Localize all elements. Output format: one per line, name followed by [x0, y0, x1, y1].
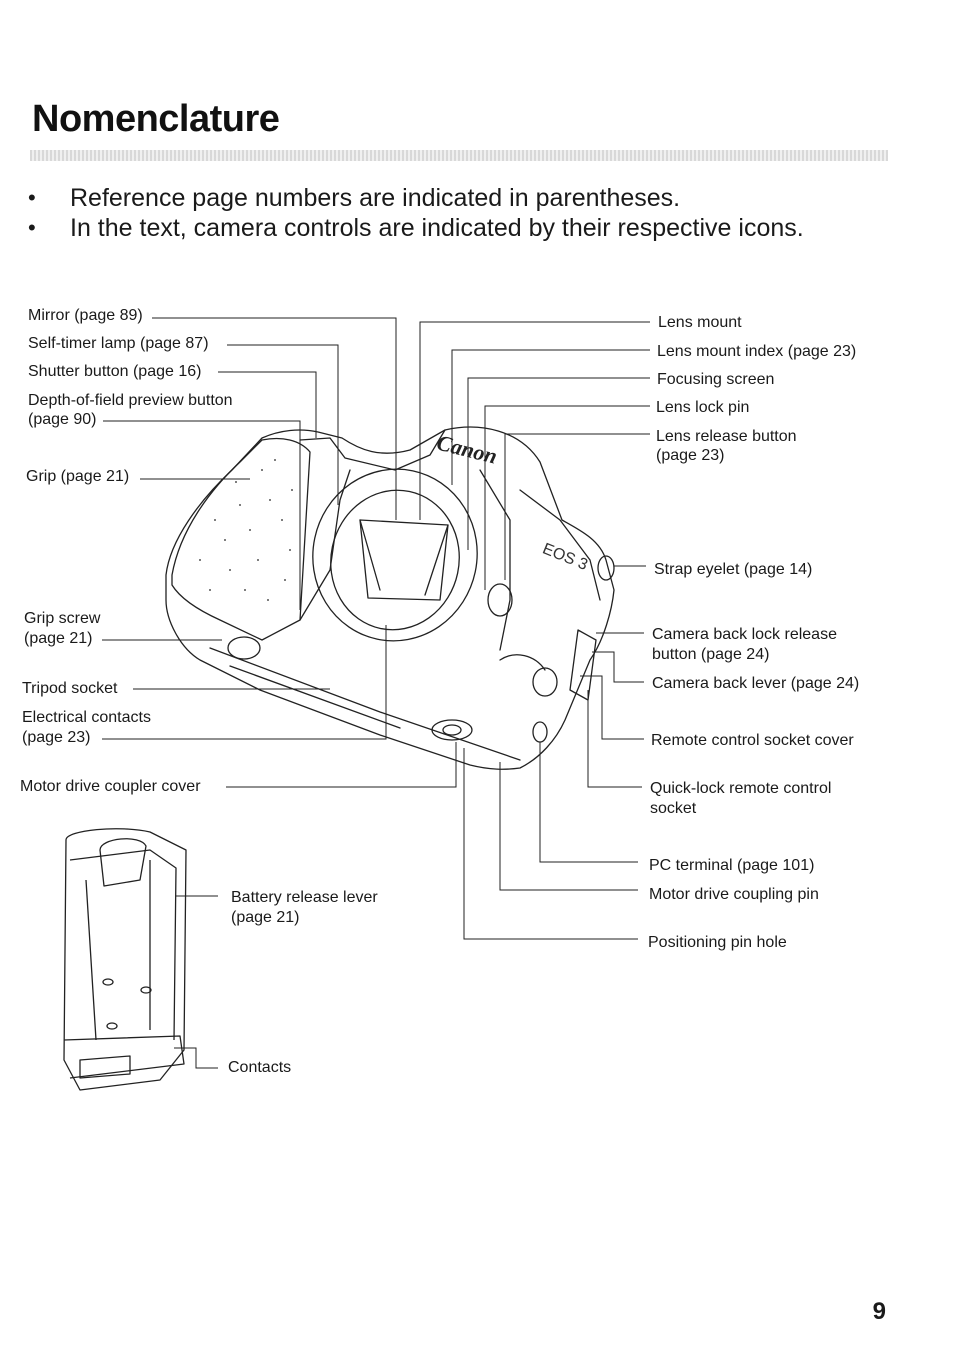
label-quick-lock-remote-control: Quick-lock remote control: [650, 780, 832, 797]
label-lens-lock-pin: Lens lock pin: [656, 399, 750, 416]
camera-model: EOS 3: [540, 540, 590, 573]
label-battery-release-lever: Battery release lever: [231, 889, 378, 906]
label-pc-terminal: PC terminal (page 101): [649, 857, 815, 874]
page-title: Nomenclature: [32, 98, 280, 140]
label-dof-preview-button: Depth-of-field preview button: [28, 392, 233, 409]
label-focusing-screen: Focusing screen: [657, 371, 775, 388]
label-remote-control-socket-cover: Remote control socket cover: [651, 732, 854, 749]
label-grip-screw-page: (page 21): [24, 630, 93, 647]
notes-list: Reference page numbers are indicated in …: [28, 183, 804, 243]
label-camera-back-lock-release-page: button (page 24): [652, 646, 770, 663]
label-strap-eyelet: Strap eyelet (page 14): [654, 561, 813, 578]
camera-body-outline: [165, 426, 615, 770]
label-lens-release-button: Lens release button: [656, 428, 797, 445]
label-camera-back-lever: Camera back lever (page 24): [652, 675, 860, 692]
label-camera-back-lock-release: Camera back lock release: [652, 626, 837, 643]
leader-lines-right: [419, 321, 650, 940]
label-contacts: Contacts: [228, 1059, 292, 1076]
note-item: Reference page numbers are indicated in …: [28, 183, 804, 213]
label-grip: Grip (page 21): [26, 468, 130, 485]
battery-leader-lines: [174, 895, 218, 1069]
battery-grip-drawing: [63, 828, 187, 1091]
camera-logo: Canon: [434, 430, 499, 469]
grip-texture: [199, 459, 293, 601]
grip-outline: [171, 437, 311, 641]
label-self-timer-lamp: Self-timer lamp (page 87): [28, 335, 209, 352]
title-underline: [30, 150, 888, 161]
label-positioning-pin-hole: Positioning pin hole: [648, 934, 787, 951]
note-item: In the text, camera controls are indicat…: [28, 213, 804, 243]
page-number: 9: [872, 1298, 886, 1325]
lens-mount-outline: [312, 468, 478, 642]
leader-lines-left: [102, 317, 457, 788]
label-lens-mount: Lens mount: [658, 314, 742, 331]
mirror-box: [359, 519, 449, 601]
label-grip-screw: Grip screw: [24, 610, 101, 627]
label-electrical-contacts-page: (page 23): [22, 729, 91, 746]
label-dof-preview-page: (page 90): [28, 411, 97, 428]
label-quick-lock-remote-control-socket: socket: [650, 800, 697, 817]
label-electrical-contacts: Electrical contacts: [22, 709, 151, 726]
label-tripod-socket: Tripod socket: [22, 680, 118, 697]
label-mirror: Mirror (page 89): [28, 307, 143, 324]
label-shutter-button: Shutter button (page 16): [28, 363, 202, 380]
label-motor-drive-coupler-cover: Motor drive coupler cover: [20, 778, 201, 795]
label-battery-release-lever-page: (page 21): [231, 909, 300, 926]
label-lens-release-button-page: (page 23): [656, 447, 725, 464]
label-lens-mount-index: Lens mount index (page 23): [657, 343, 857, 360]
label-motor-drive-coupling-pin: Motor drive coupling pin: [649, 886, 819, 903]
